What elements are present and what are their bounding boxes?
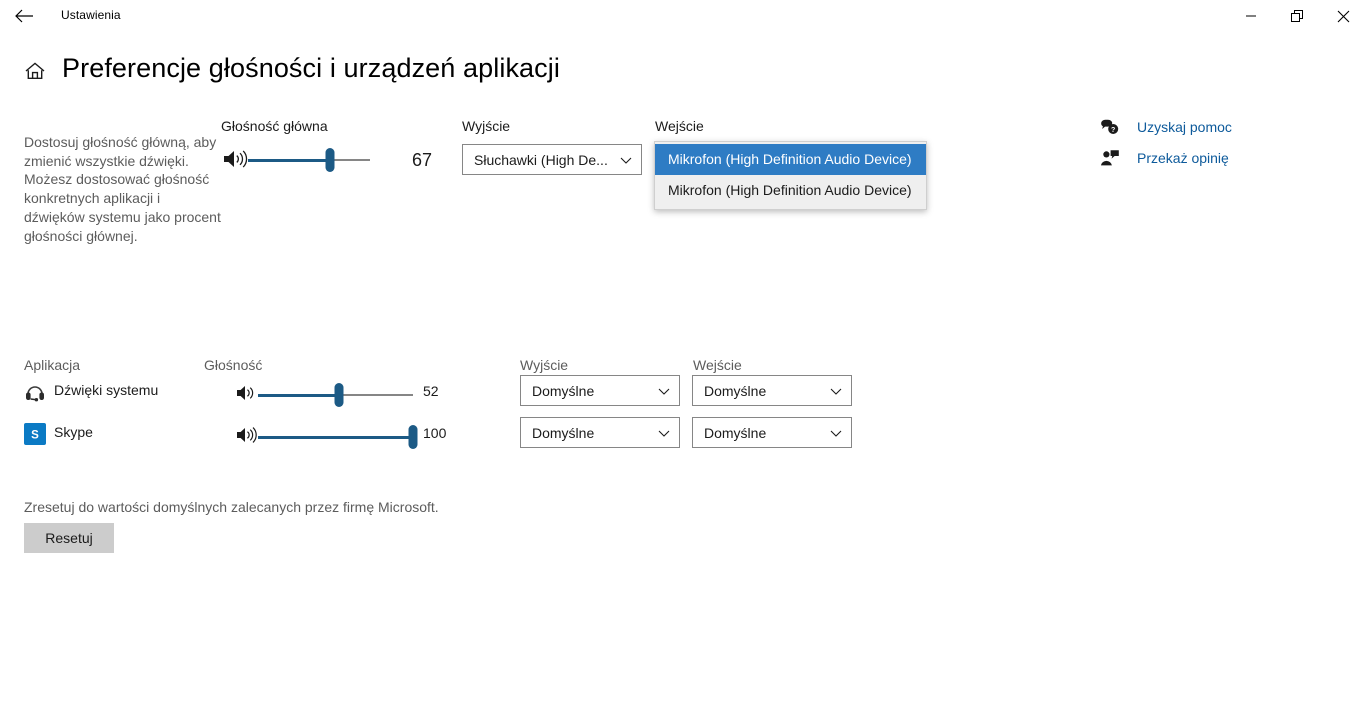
headset-icon [24,381,46,403]
app-volume-slider[interactable] [258,425,418,449]
back-arrow-icon [15,9,33,23]
master-volume-value: 67 [412,150,433,170]
dropdown-option[interactable]: Mikrofon (High Definition Audio Device) [655,144,926,175]
output-device-label: Wyjście [462,118,511,134]
page-title: Preferencje głośności i urządzeń aplikac… [62,53,560,83]
slider-fill [248,158,330,162]
app-input-value: Domyślne [704,424,767,441]
back-button[interactable] [8,2,40,30]
app-volume-value: 100 [423,425,447,441]
slider-thumb[interactable] [334,383,344,407]
close-icon [1337,10,1349,22]
column-header-input: Wejście [693,357,742,373]
restore-icon [1290,9,1303,22]
close-button[interactable] [1320,0,1366,32]
master-volume-label: Głośność główna [221,118,328,134]
app-row: S Skype 100 Domyślne Domyślne [0,417,1366,459]
give-feedback-label: Przekaż opinię [1137,150,1229,166]
app-speaker-icon [236,424,260,446]
input-device-label: Wejście [655,118,704,134]
app-volume-value: 52 [423,383,439,399]
app-volume-slider[interactable] [258,383,413,407]
input-device-dropdown-list[interactable]: Mikrofon (High Definition Audio Device) … [654,141,927,210]
svg-text:?: ? [1111,127,1115,134]
chevron-down-icon [830,388,842,395]
reset-button[interactable]: Resetuj [24,523,114,553]
slider-thumb[interactable] [325,148,335,172]
give-feedback-link[interactable]: Przekaż opinię [1099,147,1229,169]
reset-description: Zresetuj do wartości domyślnych zalecany… [24,499,439,515]
app-speaker-icon [236,382,260,404]
column-header-output: Wyjście [520,357,569,373]
window-controls [1228,0,1366,32]
output-device-combobox[interactable]: Słuchawki (High De... [462,144,642,175]
minimize-icon [1246,15,1256,17]
column-header-volume: Głośność [204,357,263,373]
home-icon [25,62,45,79]
app-input-value: Domyślne [704,382,767,399]
chevron-down-icon [658,430,670,437]
window-title: Ustawienia [61,8,121,22]
skype-icon: S [24,423,46,445]
chevron-down-icon [830,430,842,437]
column-header-app: Aplikacja [24,357,81,373]
page-description: Dostosuj głośność główną, aby zmienić ws… [24,134,221,244]
app-row: Dźwięki systemu 52 Domyślne Domyślne [0,375,1366,417]
get-help-label: Uzyskaj pomoc [1137,119,1232,135]
home-button[interactable] [22,58,48,84]
master-volume-slider[interactable] [248,148,370,172]
title-bar: Ustawienia [0,0,1366,32]
slider-thumb[interactable] [408,425,418,449]
app-output-value: Domyślne [532,382,595,399]
app-name: Dźwięki systemu [54,382,159,398]
help-bubble-icon: ? [1099,117,1121,137]
svg-text:S: S [31,430,39,442]
minimize-button[interactable] [1228,0,1274,32]
restore-button[interactable] [1274,0,1320,32]
chevron-down-icon [620,157,632,164]
master-speaker-icon [222,147,250,171]
get-help-link[interactable]: ? Uzyskaj pomoc [1099,116,1232,138]
dropdown-option[interactable]: Mikrofon (High Definition Audio Device) [668,182,912,198]
chevron-down-icon [658,388,670,395]
app-output-combobox[interactable]: Domyślne [520,417,680,448]
app-input-combobox[interactable]: Domyślne [692,417,852,448]
app-name: Skype [54,424,93,440]
feedback-person-icon [1099,148,1121,168]
slider-fill [258,393,339,397]
app-output-combobox[interactable]: Domyślne [520,375,680,406]
app-output-value: Domyślne [532,424,595,441]
app-input-combobox[interactable]: Domyślne [692,375,852,406]
output-device-value: Słuchawki (High De... [474,151,608,168]
slider-fill [258,435,413,439]
